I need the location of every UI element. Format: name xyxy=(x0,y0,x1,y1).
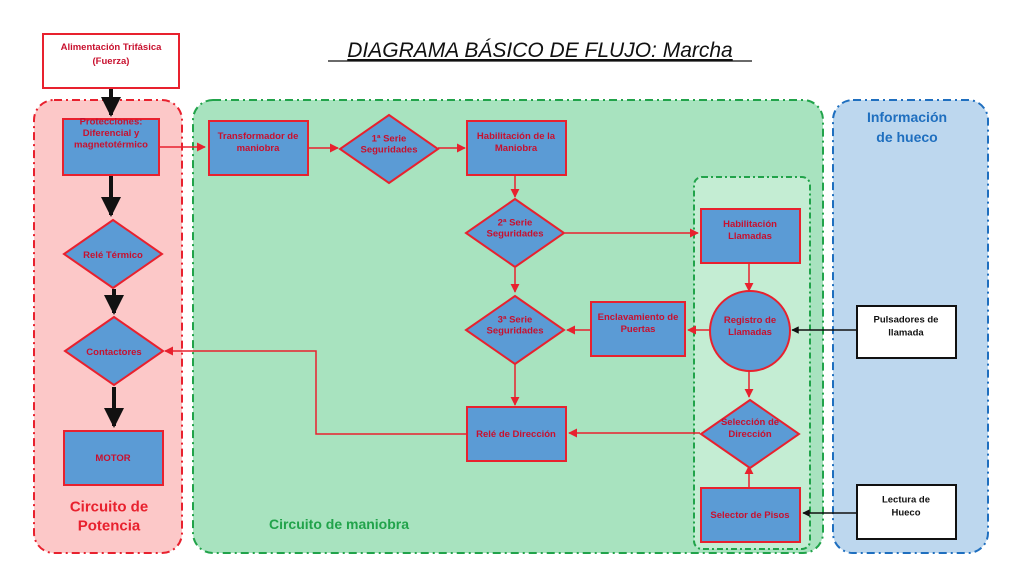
node-transformador xyxy=(208,120,309,176)
label-line: Protecciones: xyxy=(80,117,143,128)
node-serie2 xyxy=(464,197,566,269)
label-line: Transformador de xyxy=(218,131,299,142)
label-line: Relé Térmico xyxy=(83,250,143,261)
label-line: Registro de xyxy=(724,315,776,326)
label-line: Contactores xyxy=(86,347,141,358)
label-line: Circuito de xyxy=(70,499,148,516)
label-line: Llamadas xyxy=(728,327,772,338)
label-line: Puertas xyxy=(621,324,656,335)
label-rele-direccion: Relé de Dirección xyxy=(476,429,556,440)
node-motor xyxy=(63,430,164,486)
node-pulsadores xyxy=(856,305,957,359)
node-serie3 xyxy=(464,294,566,366)
label-line: Alimentación Trifásica xyxy=(61,42,163,53)
node-serie1 xyxy=(338,113,440,185)
label-line: Habilitación xyxy=(723,219,777,230)
node-habilitacion-maniobra xyxy=(466,120,567,176)
label-line: 3ª Serie xyxy=(498,315,533,326)
label-pulsadores: Pulsadores de llamada xyxy=(874,315,939,339)
control-arrows xyxy=(160,142,754,488)
label-line: Maniobra xyxy=(495,143,538,154)
node-lectura-hueco xyxy=(856,484,957,540)
shaft-arrows xyxy=(791,326,857,517)
label-line: (Fuerza) xyxy=(93,56,130,67)
label-lectura-hueco: Lectura de Hueco xyxy=(882,495,930,519)
label-line: Hueco xyxy=(891,508,920,519)
node-enclavamiento xyxy=(590,301,686,357)
power-arrows xyxy=(101,89,124,428)
label-motor: MOTOR xyxy=(95,453,130,464)
arrow-rele-direccion-contactores xyxy=(164,346,467,435)
label-rele-termico: Relé Térmico xyxy=(83,250,143,261)
label-line: de hueco xyxy=(876,129,937,145)
label-line: Relé de Dirección xyxy=(476,429,556,440)
label-line: 1ª Serie xyxy=(372,134,407,145)
page-title: DIAGRAMA BÁSICO DE FLUJO: Marcha xyxy=(347,39,732,62)
node-seleccion-direccion xyxy=(699,398,801,470)
label-line: Circuito de maniobra xyxy=(269,516,409,532)
label-line: Lectura de xyxy=(882,495,930,506)
node-alimentacion xyxy=(42,33,180,89)
label-line: Selector de Pisos xyxy=(710,510,789,521)
label-line: Diferencial y xyxy=(83,128,140,139)
label-line: maniobra xyxy=(237,143,280,154)
node-rele-direccion xyxy=(466,406,567,462)
node-selector-pisos xyxy=(700,487,801,543)
label-line: Habilitación de la xyxy=(477,131,556,142)
label-contactores: Contactores xyxy=(86,347,141,358)
node-contactores xyxy=(63,315,165,387)
label-alimentacion: Alimentación Trifásica (Fuerza) xyxy=(61,42,163,67)
label-line: llamada xyxy=(888,328,924,339)
region-label-potencia: Circuito de Potencia xyxy=(70,499,148,535)
label-line: Información xyxy=(867,109,947,125)
label-line: Enclavamiento de xyxy=(598,312,679,323)
label-selector-pisos: Selector de Pisos xyxy=(710,510,789,521)
label-line: Seguridades xyxy=(486,229,543,240)
node-habilitacion-llamadas xyxy=(700,208,801,264)
label-line: 2ª Serie xyxy=(498,218,533,229)
label-line: Dirección xyxy=(728,429,771,440)
label-line: magnetotérmico xyxy=(74,140,148,151)
node-protecciones xyxy=(62,118,160,176)
label-line: Pulsadores de xyxy=(874,315,939,326)
label-line: Potencia xyxy=(78,518,141,535)
node-registro-llamadas xyxy=(709,290,791,372)
label-line: Selección de xyxy=(721,417,779,428)
label-line: Llamadas xyxy=(728,231,772,242)
label-line: MOTOR xyxy=(95,453,130,464)
region-label-hueco: Información de hueco xyxy=(867,109,947,145)
node-rele-termico xyxy=(62,218,164,290)
region-label-maniobra: Circuito de maniobra xyxy=(269,516,409,532)
label-line: Seguridades xyxy=(486,326,543,337)
label-line: Seguridades xyxy=(360,145,417,156)
